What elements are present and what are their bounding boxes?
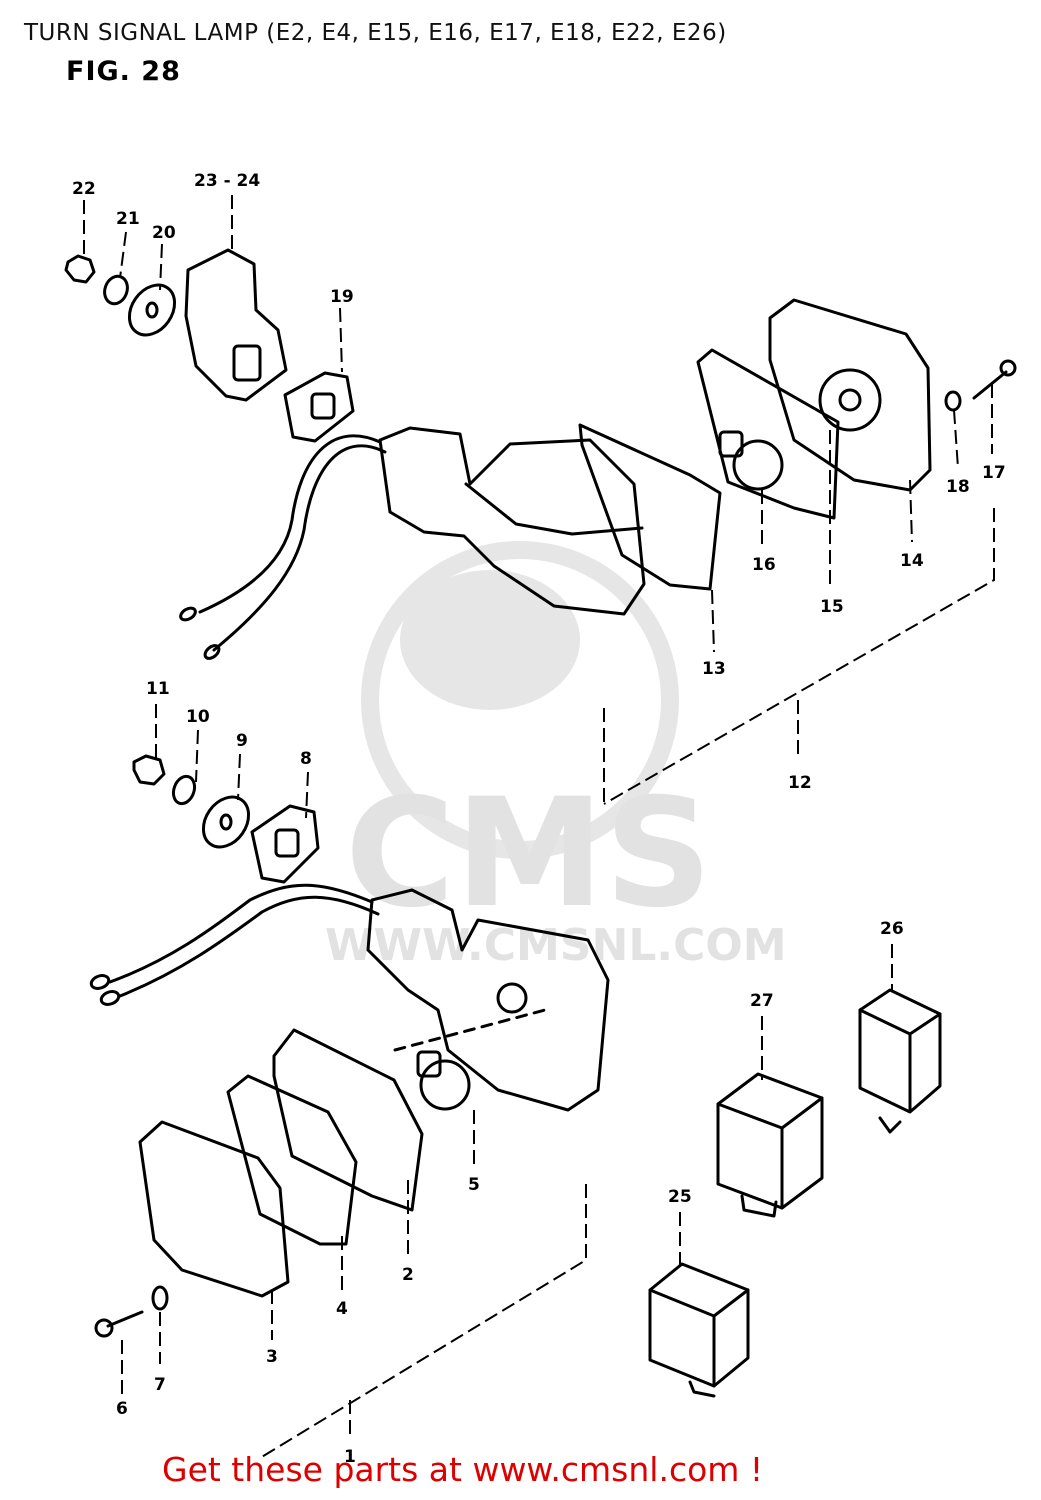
part-label-22: 22 — [72, 179, 96, 199]
gasket-15-shape — [696, 348, 840, 520]
gasket-4-shape — [226, 1074, 358, 1246]
grommet-8-shape — [250, 804, 320, 884]
part-label-26: 26 — [880, 919, 904, 939]
screw-17-shape — [972, 370, 1008, 400]
part-label-8: 8 — [300, 749, 312, 769]
part-label-14: 14 — [900, 551, 924, 571]
cta-link-text[interactable]: Get these parts at www.cmsnl.com ! — [162, 1450, 764, 1489]
screw-6-shape — [106, 1310, 144, 1328]
part-label-13: 13 — [702, 659, 726, 679]
part-label-18: 18 — [946, 477, 970, 497]
part-label-1: 1 — [344, 1447, 356, 1467]
part-label-4: 4 — [336, 1299, 348, 1319]
washer-21-shape — [103, 274, 129, 306]
gasket-13-shape — [578, 423, 722, 591]
lens-3-shape — [138, 1120, 290, 1298]
part-label-17: 17 — [982, 463, 1006, 483]
part-label-10: 10 — [186, 707, 210, 727]
relay-25-shape — [648, 1262, 750, 1398]
nut-11-shape — [132, 754, 166, 786]
part-label-11: 11 — [146, 679, 170, 699]
washer-20-shape — [127, 283, 177, 337]
bulb-16-shape — [732, 439, 784, 491]
gasket-2-shape — [272, 1028, 424, 1212]
part-label-12: 12 — [788, 773, 812, 793]
nut-22-shape — [64, 254, 96, 284]
wire-upper — [198, 434, 382, 614]
figure-label: FIG. 28 — [66, 56, 181, 87]
bracket-2324-shape — [184, 248, 288, 402]
relay-26-shape — [858, 988, 942, 1134]
part-label-25: 25 — [668, 1187, 692, 1207]
lamp-housing-upper — [378, 426, 646, 616]
washer-9-shape — [201, 795, 251, 849]
part-label-9: 9 — [236, 731, 248, 751]
part-label-23-24: 23 - 24 — [194, 171, 260, 191]
part-label-2: 2 — [402, 1265, 414, 1285]
page-title: TURN SIGNAL LAMP (E2, E4, E15, E16, E17,… — [24, 20, 727, 46]
watermark-url: WWW.CMSNL.COM — [325, 920, 787, 971]
part-labels: 22 23 - 24 21 20 19 17 18 14 16 15 13 12… — [72, 171, 1006, 1467]
part-label-21: 21 — [116, 209, 140, 229]
nut-7-shape — [151, 1285, 169, 1311]
part-label-5: 5 — [468, 1175, 480, 1195]
part-label-20: 20 — [152, 223, 176, 243]
lamp-housing-lower — [366, 888, 610, 1112]
part-label-19: 19 — [330, 287, 354, 307]
watermark-brand: CMS — [345, 767, 712, 941]
bulb-5-shape — [419, 1059, 471, 1111]
cms-watermark: CMS WWW.CMSNL.COM — [325, 541, 787, 971]
part-label-16: 16 — [752, 555, 776, 575]
nut-18-shape — [944, 390, 962, 412]
part-label-6: 6 — [116, 1399, 128, 1419]
part-label-7: 7 — [154, 1375, 166, 1395]
part-label-27: 27 — [750, 991, 774, 1011]
part-label-3: 3 — [266, 1347, 278, 1367]
part-label-15: 15 — [820, 597, 844, 617]
relay-27-shape — [716, 1072, 824, 1218]
wire-lower — [108, 883, 374, 984]
washer-10-shape — [171, 774, 197, 806]
grommet-19-shape — [283, 371, 355, 443]
lens-14-shape — [768, 298, 932, 492]
